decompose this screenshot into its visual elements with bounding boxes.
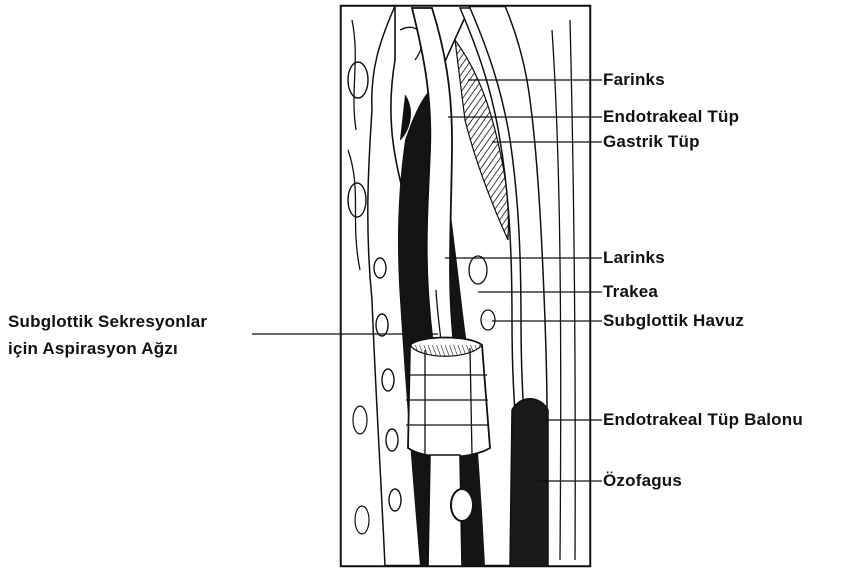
label-gastrik-tup: Gastrik Tüp	[603, 132, 700, 152]
label-endotrakeal-tup: Endotrakeal Tüp	[603, 107, 739, 127]
label-ozofagus: Özofagus	[603, 471, 682, 491]
label-endotrakeal-tup-balonu: Endotrakeal Tüp Balonu	[603, 410, 803, 430]
label-aspirasyon-line2: için Aspirasyon Ağzı	[8, 339, 178, 359]
label-aspirasyon-line1: Subglottik Sekresyonlar	[8, 312, 207, 332]
label-farinks: Farinks	[603, 70, 665, 90]
label-trakea: Trakea	[603, 282, 658, 302]
label-subglottik-havuz: Subglottik Havuz	[603, 311, 744, 331]
tube-cuff	[406, 338, 490, 458]
label-larinks: Larinks	[603, 248, 665, 268]
